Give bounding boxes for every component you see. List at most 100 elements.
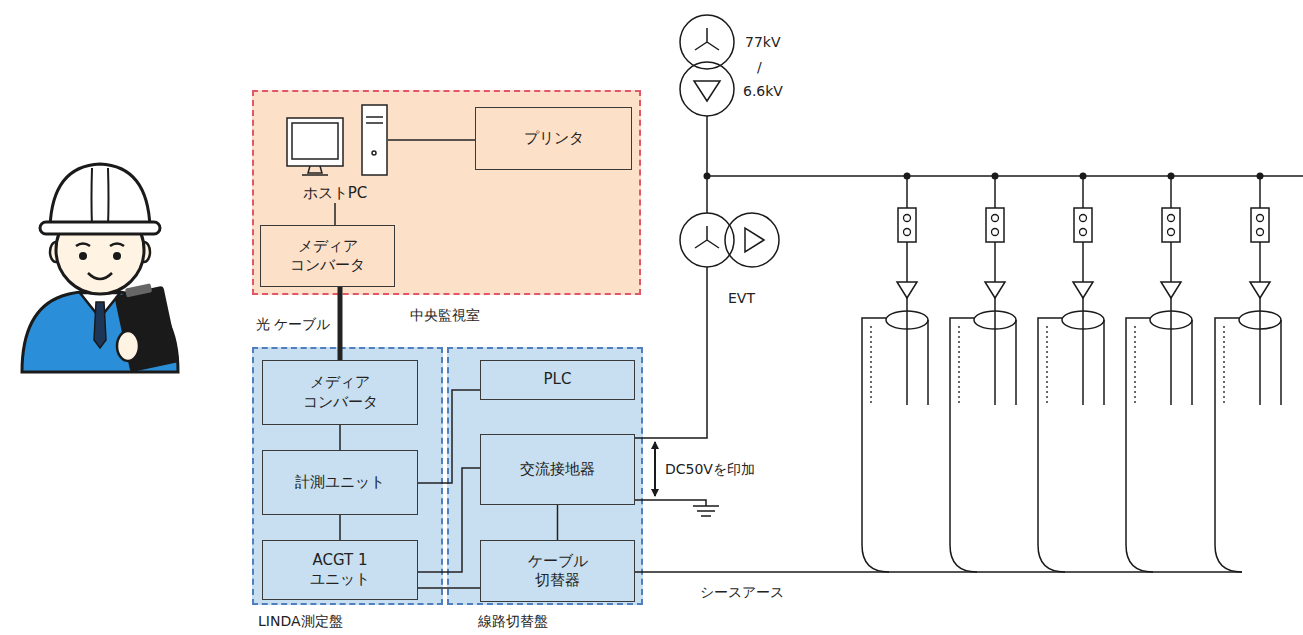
evt-wire [706, 176, 708, 213]
pc-tower [362, 105, 387, 175]
transformer-winding [680, 15, 734, 69]
box-label: プリンタ [524, 129, 584, 149]
worker-hand [117, 331, 139, 361]
signal-wire [557, 505, 559, 540]
measuring-unit-box: 計測ユニット [262, 450, 418, 515]
box-label: 計測ユニット [295, 473, 385, 493]
monitor-screen [292, 123, 338, 159]
box-label: ACGT 1 ユニット [290, 551, 390, 590]
signal-wire [339, 425, 341, 450]
worker-tie [94, 302, 106, 348]
signal-wire [418, 390, 480, 483]
drive-slot [366, 117, 383, 123]
ground-wire [635, 500, 706, 506]
box-label: メディア コンバータ [278, 237, 378, 276]
cable-switch-box: ケーブル 切替器 [480, 540, 635, 602]
region-heading: 中央監視室 [410, 306, 480, 324]
voltage-arrow [654, 442, 656, 496]
power-button [372, 151, 376, 155]
star-symbol [695, 28, 719, 50]
printer-box: プリンタ [475, 107, 632, 170]
separator-label: / [757, 58, 762, 76]
signal-wire [339, 515, 341, 540]
bus-junctions [704, 173, 1264, 180]
box-label: メディア コンバータ [290, 373, 390, 412]
junction-dot [1168, 173, 1175, 180]
transformer-winding [680, 62, 734, 116]
junction-dot [1080, 173, 1087, 180]
clipboard-clip [125, 283, 152, 297]
computer-icon [282, 103, 388, 183]
delta-symbol [694, 81, 720, 101]
panel-region: 線路切替盤PLC交流接地器ケーブル 切替器 [447, 347, 643, 605]
worker-mouth [88, 273, 112, 279]
wire-label: シースアース [700, 583, 784, 601]
star-symbol [695, 226, 719, 248]
ground-symbol [693, 506, 719, 516]
evt-winding [725, 213, 779, 267]
box-label: ホストPC [303, 184, 368, 204]
clipboard-board [114, 286, 179, 373]
helmet-brim [40, 222, 160, 234]
junction-dot [992, 173, 999, 180]
edge-label: 光 ケーブル [256, 315, 330, 333]
note-label: DC50Vを印加 [665, 460, 755, 478]
junction-dot [704, 173, 711, 180]
edge-label-anchor: 光 ケーブル [256, 314, 330, 333]
clipboard [113, 281, 179, 373]
junction-dot [1257, 173, 1264, 180]
worker-helmet [50, 164, 150, 228]
voltage-label: 77kV [745, 33, 781, 51]
busbar [707, 175, 1303, 177]
worker-eyebrows [76, 244, 124, 247]
host-pc: ホストPC [282, 103, 388, 203]
feeder-symbol [1038, 176, 1104, 572]
plc-box: PLC [480, 360, 635, 400]
junction-dot [904, 173, 911, 180]
signal-wire [388, 139, 475, 141]
feeder-symbol [1215, 176, 1281, 572]
worker-eye [79, 252, 87, 260]
media-converter-box: メディア コンバータ [262, 360, 418, 425]
signal-wire [334, 203, 336, 225]
region-heading: LINDA測定盤 [258, 612, 343, 630]
box-label: PLC [544, 370, 572, 390]
voltage-label: 6.6kV [743, 82, 783, 100]
grounder-box: 交流接地器 [480, 434, 635, 505]
bus-feed-wire [706, 116, 708, 176]
monitor-frame [287, 118, 343, 166]
box-label: ケーブル 切替器 [508, 552, 608, 591]
worker-figure [22, 164, 179, 372]
label-anchor: / [757, 57, 762, 76]
main-transformer [680, 15, 734, 116]
device-label: EVT [728, 289, 755, 307]
label-anchor: 77kV [745, 32, 781, 51]
box-label: 交流接地器 [520, 460, 595, 480]
optical-cable [338, 287, 343, 360]
worker-eye [113, 252, 121, 260]
signal-wire [418, 587, 480, 589]
feeder-symbol [950, 176, 1016, 572]
monitor-stand [302, 166, 328, 175]
evt-to-grounder-wire [635, 267, 707, 438]
feeder-symbol [862, 176, 928, 572]
evt-symbol [680, 213, 779, 267]
label-anchor: DC50Vを印加 [665, 459, 755, 478]
evt-winding [680, 213, 734, 267]
media-converter-box: メディア コンバータ [260, 225, 395, 287]
label-anchor: 6.6kV [743, 81, 783, 100]
room-region: 中央監視室ホストPCプリンタメディア コンバータ [252, 90, 641, 295]
feeder-symbol [1126, 176, 1192, 572]
region-heading: 線路切替盤 [478, 612, 548, 630]
panel-region: LINDA測定盤メディア コンバータ計測ユニットACGT 1 ユニット [252, 347, 443, 605]
sheath-earth-wire [635, 571, 1242, 573]
acgt-unit-box: ACGT 1 ユニット [262, 540, 418, 600]
label-anchor: EVT [728, 288, 755, 307]
open-delta-symbol [745, 228, 764, 252]
label-anchor: シースアース [700, 582, 784, 601]
signal-wire [418, 468, 480, 572]
